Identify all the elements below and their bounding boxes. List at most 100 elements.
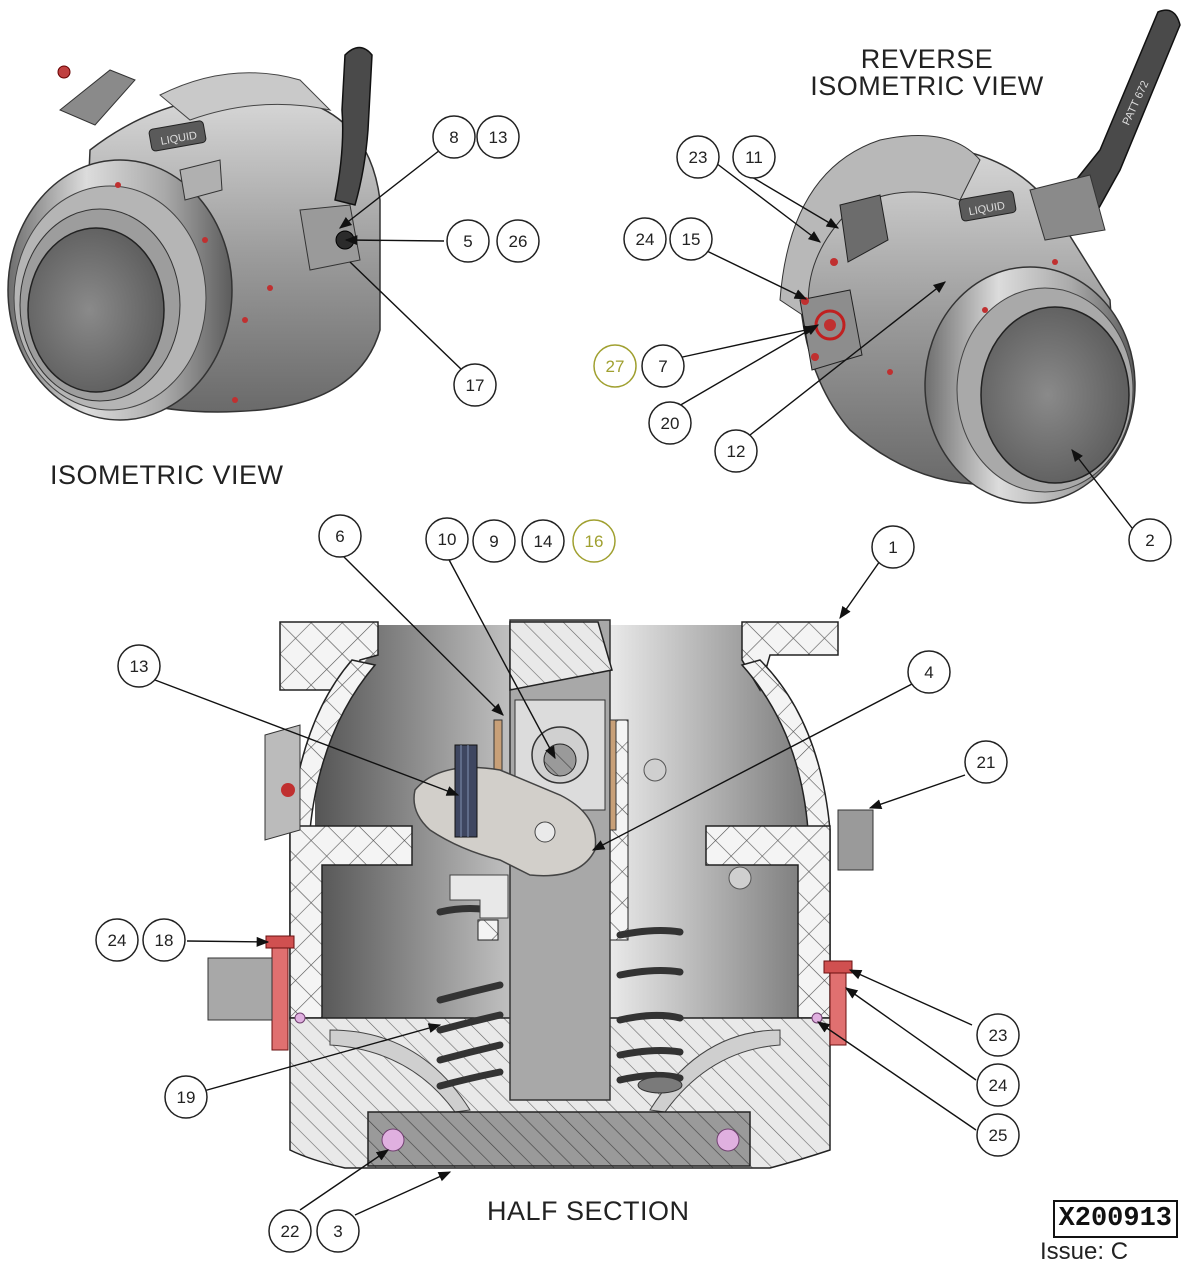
reverse-view-title-line2: ISOMETRIC VIEW: [810, 71, 1044, 101]
balloon-label: 4: [924, 663, 933, 682]
balloon-circle: [976, 1113, 1020, 1157]
balloon-circle: [164, 1075, 208, 1119]
balloon-label: 13: [130, 657, 149, 676]
balloon-circle: [476, 115, 520, 159]
balloon-1: 1: [871, 525, 915, 569]
balloon-label: 22: [281, 1222, 300, 1241]
balloon-circle: [1128, 518, 1172, 562]
balloon-25: 25: [976, 1113, 1020, 1157]
balloon-circle: [871, 525, 915, 569]
balloon-label: 26: [509, 232, 528, 251]
balloon-label: 24: [989, 1076, 1008, 1095]
balloon-circle: [472, 519, 516, 563]
balloon-11: 11: [732, 135, 776, 179]
half-section-title: HALF SECTION: [487, 1196, 690, 1226]
balloon-label: 7: [658, 357, 667, 376]
balloon-circle: [521, 519, 565, 563]
balloon-14: 14: [521, 519, 565, 563]
drawing-number: X200913: [1052, 1200, 1178, 1238]
balloon-27: 27: [593, 344, 637, 388]
balloon-24: 24: [623, 217, 667, 261]
balloon-4: 4: [907, 650, 951, 694]
balloon-2: 2: [1128, 518, 1172, 562]
balloon-label: 8: [449, 128, 458, 147]
balloon-label: 1: [888, 538, 897, 557]
balloon-circle: [268, 1209, 312, 1253]
balloon-circle: [623, 217, 667, 261]
balloon-label: 2: [1145, 531, 1154, 550]
balloon-circle: [117, 644, 161, 688]
balloon-24: 24: [976, 1063, 1020, 1107]
balloon-label: 23: [689, 148, 708, 167]
balloon-circle: [669, 217, 713, 261]
balloon-label: 16: [585, 532, 604, 551]
balloon-label: 17: [466, 376, 485, 395]
balloon-circle: [648, 401, 692, 445]
balloon-circle: [318, 514, 362, 558]
balloon-circle: [142, 918, 186, 962]
balloon-circle: [641, 344, 685, 388]
balloon-circle: [714, 429, 758, 473]
balloon-15: 15: [669, 217, 713, 261]
balloon-3: 3: [316, 1209, 360, 1253]
balloon-circle: [432, 115, 476, 159]
balloon-23: 23: [676, 135, 720, 179]
balloon-circle: [496, 219, 540, 263]
balloon-circle: [572, 519, 616, 563]
balloon-label: 15: [682, 230, 701, 249]
balloon-26: 26: [496, 219, 540, 263]
balloon-20: 20: [648, 401, 692, 445]
balloon-label: 9: [489, 532, 498, 551]
balloon-13: 13: [117, 644, 161, 688]
balloon-label: 3: [333, 1222, 342, 1241]
balloon-17: 17: [453, 363, 497, 407]
balloon-label: 18: [155, 931, 174, 950]
balloon-circle: [425, 517, 469, 561]
balloon-circle: [976, 1013, 1020, 1057]
balloon-label: 12: [727, 442, 746, 461]
balloon-label: 13: [489, 128, 508, 147]
half-section-view: [207, 619, 874, 1169]
balloon-label: 14: [534, 532, 553, 551]
balloon-label: 5: [463, 232, 472, 251]
balloon-label: 21: [977, 753, 996, 772]
balloon-circle: [316, 1209, 360, 1253]
balloon-19: 19: [164, 1075, 208, 1119]
balloon-label: 25: [989, 1126, 1008, 1145]
balloon-12: 12: [714, 429, 758, 473]
balloon-label: 27: [606, 357, 625, 376]
balloon-16: 16: [572, 519, 616, 563]
balloon-circle: [446, 219, 490, 263]
balloon-circle: [964, 740, 1008, 784]
issue-label: Issue: C: [1040, 1238, 1129, 1265]
balloon-21: 21: [964, 740, 1008, 784]
balloon-label: 10: [438, 530, 457, 549]
balloon-circle: [95, 918, 139, 962]
balloon-circle: [907, 650, 951, 694]
isometric-view-title: ISOMETRIC VIEW: [50, 460, 284, 490]
reverse-isometric-view: PATT 672 LIQUID: [779, 9, 1181, 504]
isometric-view: LIQUID: [7, 46, 381, 421]
balloon-label: 20: [661, 414, 680, 433]
balloon-5: 5: [446, 219, 490, 263]
balloon-9: 9: [472, 519, 516, 563]
balloon-10: 10: [425, 517, 469, 561]
balloon-circle: [676, 135, 720, 179]
balloon-6: 6: [318, 514, 362, 558]
balloon-circle: [453, 363, 497, 407]
balloon-label: 23: [989, 1026, 1008, 1045]
balloon-8: 8: [432, 115, 476, 159]
balloon-22: 22: [268, 1209, 312, 1253]
balloon-label: 19: [177, 1088, 196, 1107]
balloon-label: 24: [108, 931, 127, 950]
balloon-label: 6: [335, 527, 344, 546]
balloon-label: 24: [636, 230, 655, 249]
balloon-7: 7: [641, 344, 685, 388]
balloon-circle: [976, 1063, 1020, 1107]
balloon-24: 24: [95, 918, 139, 962]
balloon-circle: [732, 135, 776, 179]
balloon-18: 18: [142, 918, 186, 962]
reverse-view-title-line1: REVERSE: [860, 44, 994, 74]
